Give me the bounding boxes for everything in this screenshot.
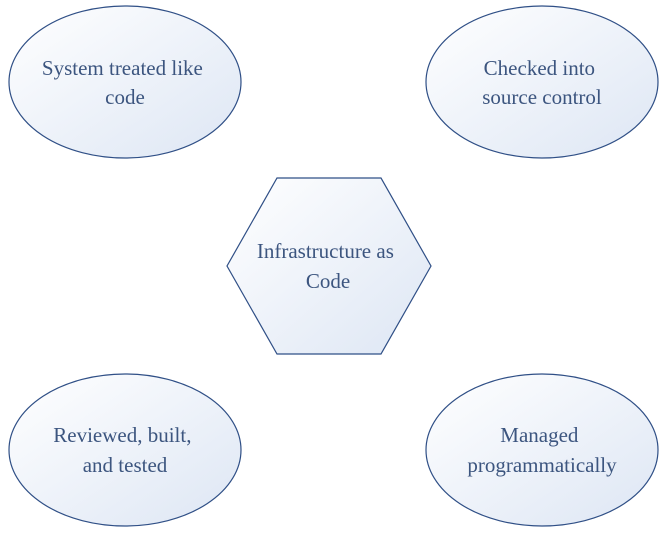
ellipse-shape-top-left [8, 5, 242, 159]
ellipse-label-top-right: Checked into source control [482, 56, 602, 109]
ellipse-label-top-right-line-2: source control [482, 85, 602, 109]
ellipse-node-top-left: System treated like code [8, 5, 242, 159]
center-label-line-2: Code [306, 269, 350, 293]
center-hexagon-shape [226, 177, 432, 355]
center-hexagon-label: Infrastructure as Code [257, 239, 399, 293]
ellipse-node-bottom-right: Managed programmatically [425, 373, 659, 527]
ellipse-label-bottom-left-line-1: Reviewed, built, [53, 423, 191, 447]
ellipse-label-bottom-right-line-1: Managed [500, 423, 579, 447]
ellipse-label-bottom-right-line-2: programmatically [467, 453, 617, 477]
ellipse-label-bottom-left: Reviewed, built, and tested [53, 423, 196, 477]
ellipse-shape-bottom-left [8, 373, 242, 527]
ellipse-label-top-right-line-1: Checked into [484, 56, 595, 80]
ellipse-node-bottom-left: Reviewed, built, and tested [8, 373, 242, 527]
center-hexagon-node: Infrastructure as Code [226, 177, 432, 355]
ellipse-shape-bottom-right [425, 373, 659, 527]
ellipse-label-bottom-left-line-2: and tested [83, 453, 168, 477]
ellipse-label-top-left: System treated like code [42, 56, 208, 109]
ellipse-label-top-left-line-2: code [105, 85, 145, 109]
ellipse-label-bottom-right: Managed programmatically [467, 423, 617, 477]
ellipse-label-top-left-line-1: System treated like [42, 56, 203, 80]
center-label-line-1: Infrastructure as [257, 239, 394, 263]
ellipse-shape-top-right [425, 5, 659, 159]
ellipse-node-top-right: Checked into source control [425, 5, 659, 159]
